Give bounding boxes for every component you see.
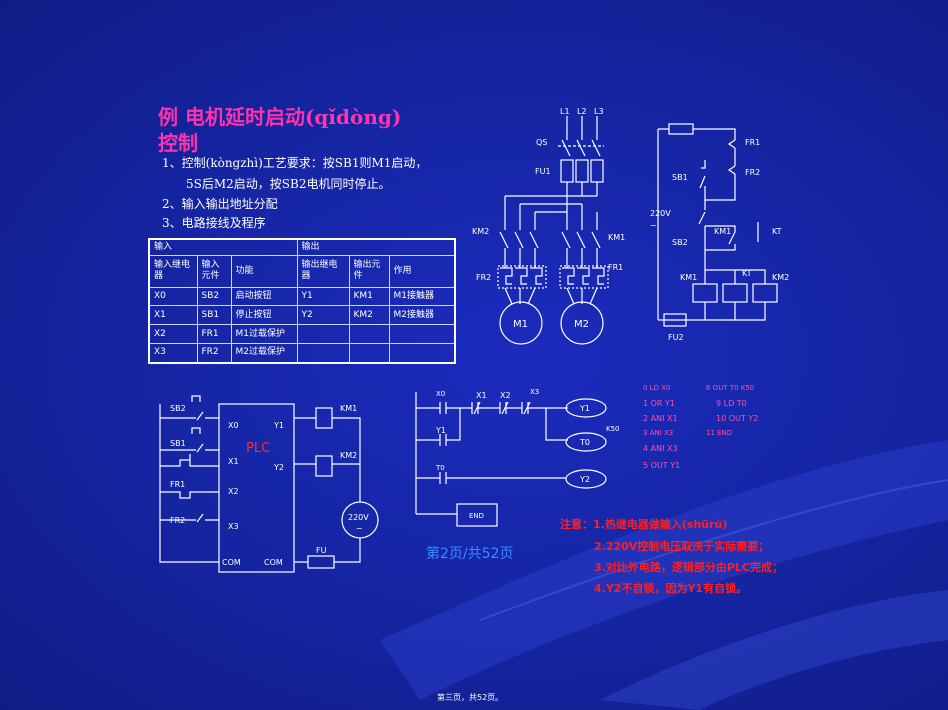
- label: Y2: [273, 463, 284, 472]
- label: SB2: [672, 238, 688, 247]
- label: 220V: [348, 513, 369, 522]
- label: FR1: [170, 480, 185, 489]
- label: KM1: [680, 273, 697, 282]
- program-line: 0 LD X0: [643, 384, 671, 392]
- page-indicator[interactable]: 第2页/共52页: [426, 546, 514, 562]
- label: X1: [476, 391, 487, 400]
- label: K50: [606, 425, 620, 433]
- title-line-2: 控制: [158, 131, 198, 155]
- note-line-2: 2.220V控制电压取决于实际需要；: [594, 540, 770, 553]
- label: L2: [577, 107, 587, 116]
- program-line: 5 OUT Y1: [643, 461, 681, 470]
- program-line: 6 OUT T0 K50: [706, 384, 755, 392]
- ladder-labels: X0 X1 X2 X3 Y1 T0 K50 Y1 T0 Y2 END: [435, 388, 620, 520]
- label: FR1: [745, 138, 760, 147]
- note-label: 注意：: [560, 518, 593, 531]
- label: FR1: [608, 263, 623, 272]
- table-row: X0 SB2 启动按钮 Y1 KM1 M1接触器: [148, 286, 456, 307]
- plc-wiring-labels: PLC SB2 SB1 FR1 FR2 X0 X1 X2 X3 COM Y1 Y…: [170, 404, 369, 567]
- label: END: [469, 512, 484, 520]
- program-line: 4 ANI X3: [643, 444, 678, 453]
- label: SB2: [170, 404, 186, 413]
- label: FU1: [535, 167, 551, 176]
- note-line-1: 注意：1.热继电器做输入(shūrù): [560, 516, 727, 532]
- label: ~: [356, 524, 363, 533]
- label: ~: [650, 221, 657, 230]
- note-text: 1.热继电器做输入(shūrù): [593, 518, 728, 531]
- label: KM2: [472, 227, 489, 236]
- requirement-3: 3、电路接线及程序: [162, 216, 266, 230]
- program-line: 3 ANI X3: [643, 429, 674, 437]
- motor-label: M2: [574, 319, 589, 330]
- label: FR2: [745, 168, 760, 177]
- table-row: X2 FR1 M1过载保护: [148, 324, 456, 344]
- coil-label: Y1: [579, 404, 590, 413]
- coil-label: Y2: [579, 475, 590, 484]
- footer-page-text: 第三页，共52页。: [437, 693, 504, 702]
- coil-label: T0: [579, 438, 590, 447]
- plc-label: PLC: [246, 441, 270, 456]
- label: COM: [222, 558, 241, 567]
- column-header: 功能: [230, 254, 298, 288]
- label: FR2: [170, 516, 185, 525]
- column-header: 输入继电器: [148, 254, 198, 288]
- label: SB1: [672, 173, 688, 182]
- column-header: 输出元件: [348, 254, 390, 288]
- label: X3: [228, 522, 239, 531]
- control-circuit-labels: FR1 FR2 SB1 220V ~ SB2 KM1 KT KM1 KT KM2…: [650, 138, 789, 342]
- label: X1: [228, 457, 239, 466]
- column-header: 输入元件: [196, 254, 232, 288]
- label: L3: [594, 107, 604, 116]
- label: KT: [772, 227, 782, 236]
- io-assignment-table: 输入 输出 输入继电器 输入元件 功能 输出继电器 输出元件 作用 X0 SB2…: [148, 238, 456, 364]
- label: 220V: [650, 209, 671, 218]
- program-line: 2 ANI X1: [643, 414, 678, 423]
- table-cell: [388, 324, 456, 344]
- label: L1: [560, 107, 570, 116]
- label: T0: [435, 464, 445, 472]
- title-line-1: 例 电机延时启动(qǐdòng): [158, 105, 402, 129]
- label: X0: [228, 421, 239, 430]
- label: Y1: [435, 426, 446, 435]
- label: KM2: [340, 451, 357, 460]
- main-circuit: [497, 116, 609, 345]
- main-circuit-labels: L1 L2 L3 QS FU1 KM2 KM1 FR2 FR1 M1 M2: [472, 107, 625, 330]
- program-line: 10 OUT Y2: [716, 414, 759, 423]
- label: FR2: [476, 273, 491, 282]
- label: KM2: [772, 273, 789, 282]
- ladder-diagram: [415, 392, 607, 527]
- program-line: 1 OR Y1: [643, 399, 676, 408]
- column-header: 作用: [388, 254, 456, 288]
- table-row: X1 SB1 停止按钮 Y2 KM2 M2接触器: [148, 305, 456, 326]
- motor-label: M1: [513, 319, 528, 330]
- note-line-3: 3.对比外电路，逻辑部分由PLC完成；: [594, 561, 783, 574]
- label: KT: [742, 269, 752, 278]
- label: X3: [530, 388, 539, 396]
- label: FU: [316, 546, 327, 555]
- label: SB1: [170, 439, 186, 448]
- plc-wiring: [159, 395, 379, 573]
- label: X0: [436, 390, 445, 398]
- label: FU2: [668, 333, 684, 342]
- table-cell: [388, 342, 456, 364]
- label: KM1: [714, 227, 731, 236]
- control-circuit: [657, 123, 778, 327]
- label: KM1: [608, 233, 625, 242]
- requirement-2: 2、输入输出地址分配: [162, 197, 278, 211]
- table-row: X3 FR2 M2过载保护: [148, 342, 456, 364]
- note-line-4: 4.Y2不自锁，因为Y1有自锁。: [594, 582, 748, 595]
- label: Y1: [273, 421, 284, 430]
- label: KM1: [340, 404, 357, 413]
- label: X2: [500, 391, 511, 400]
- slide-title: 例 电机延时启动(qǐdòng) 控制: [158, 104, 458, 156]
- label: QS: [536, 138, 547, 147]
- label: COM: [264, 558, 283, 567]
- requirement-1-cont: 5S后M2启动，按SB2电机同时停止。: [186, 177, 391, 191]
- program-line: 11 END: [706, 429, 733, 437]
- requirement-1: 1、控制(kòngzhì)工艺要求：按SB1则M1启动，: [162, 156, 428, 170]
- program-line: 9 LD T0: [716, 399, 747, 408]
- label: X2: [228, 487, 239, 496]
